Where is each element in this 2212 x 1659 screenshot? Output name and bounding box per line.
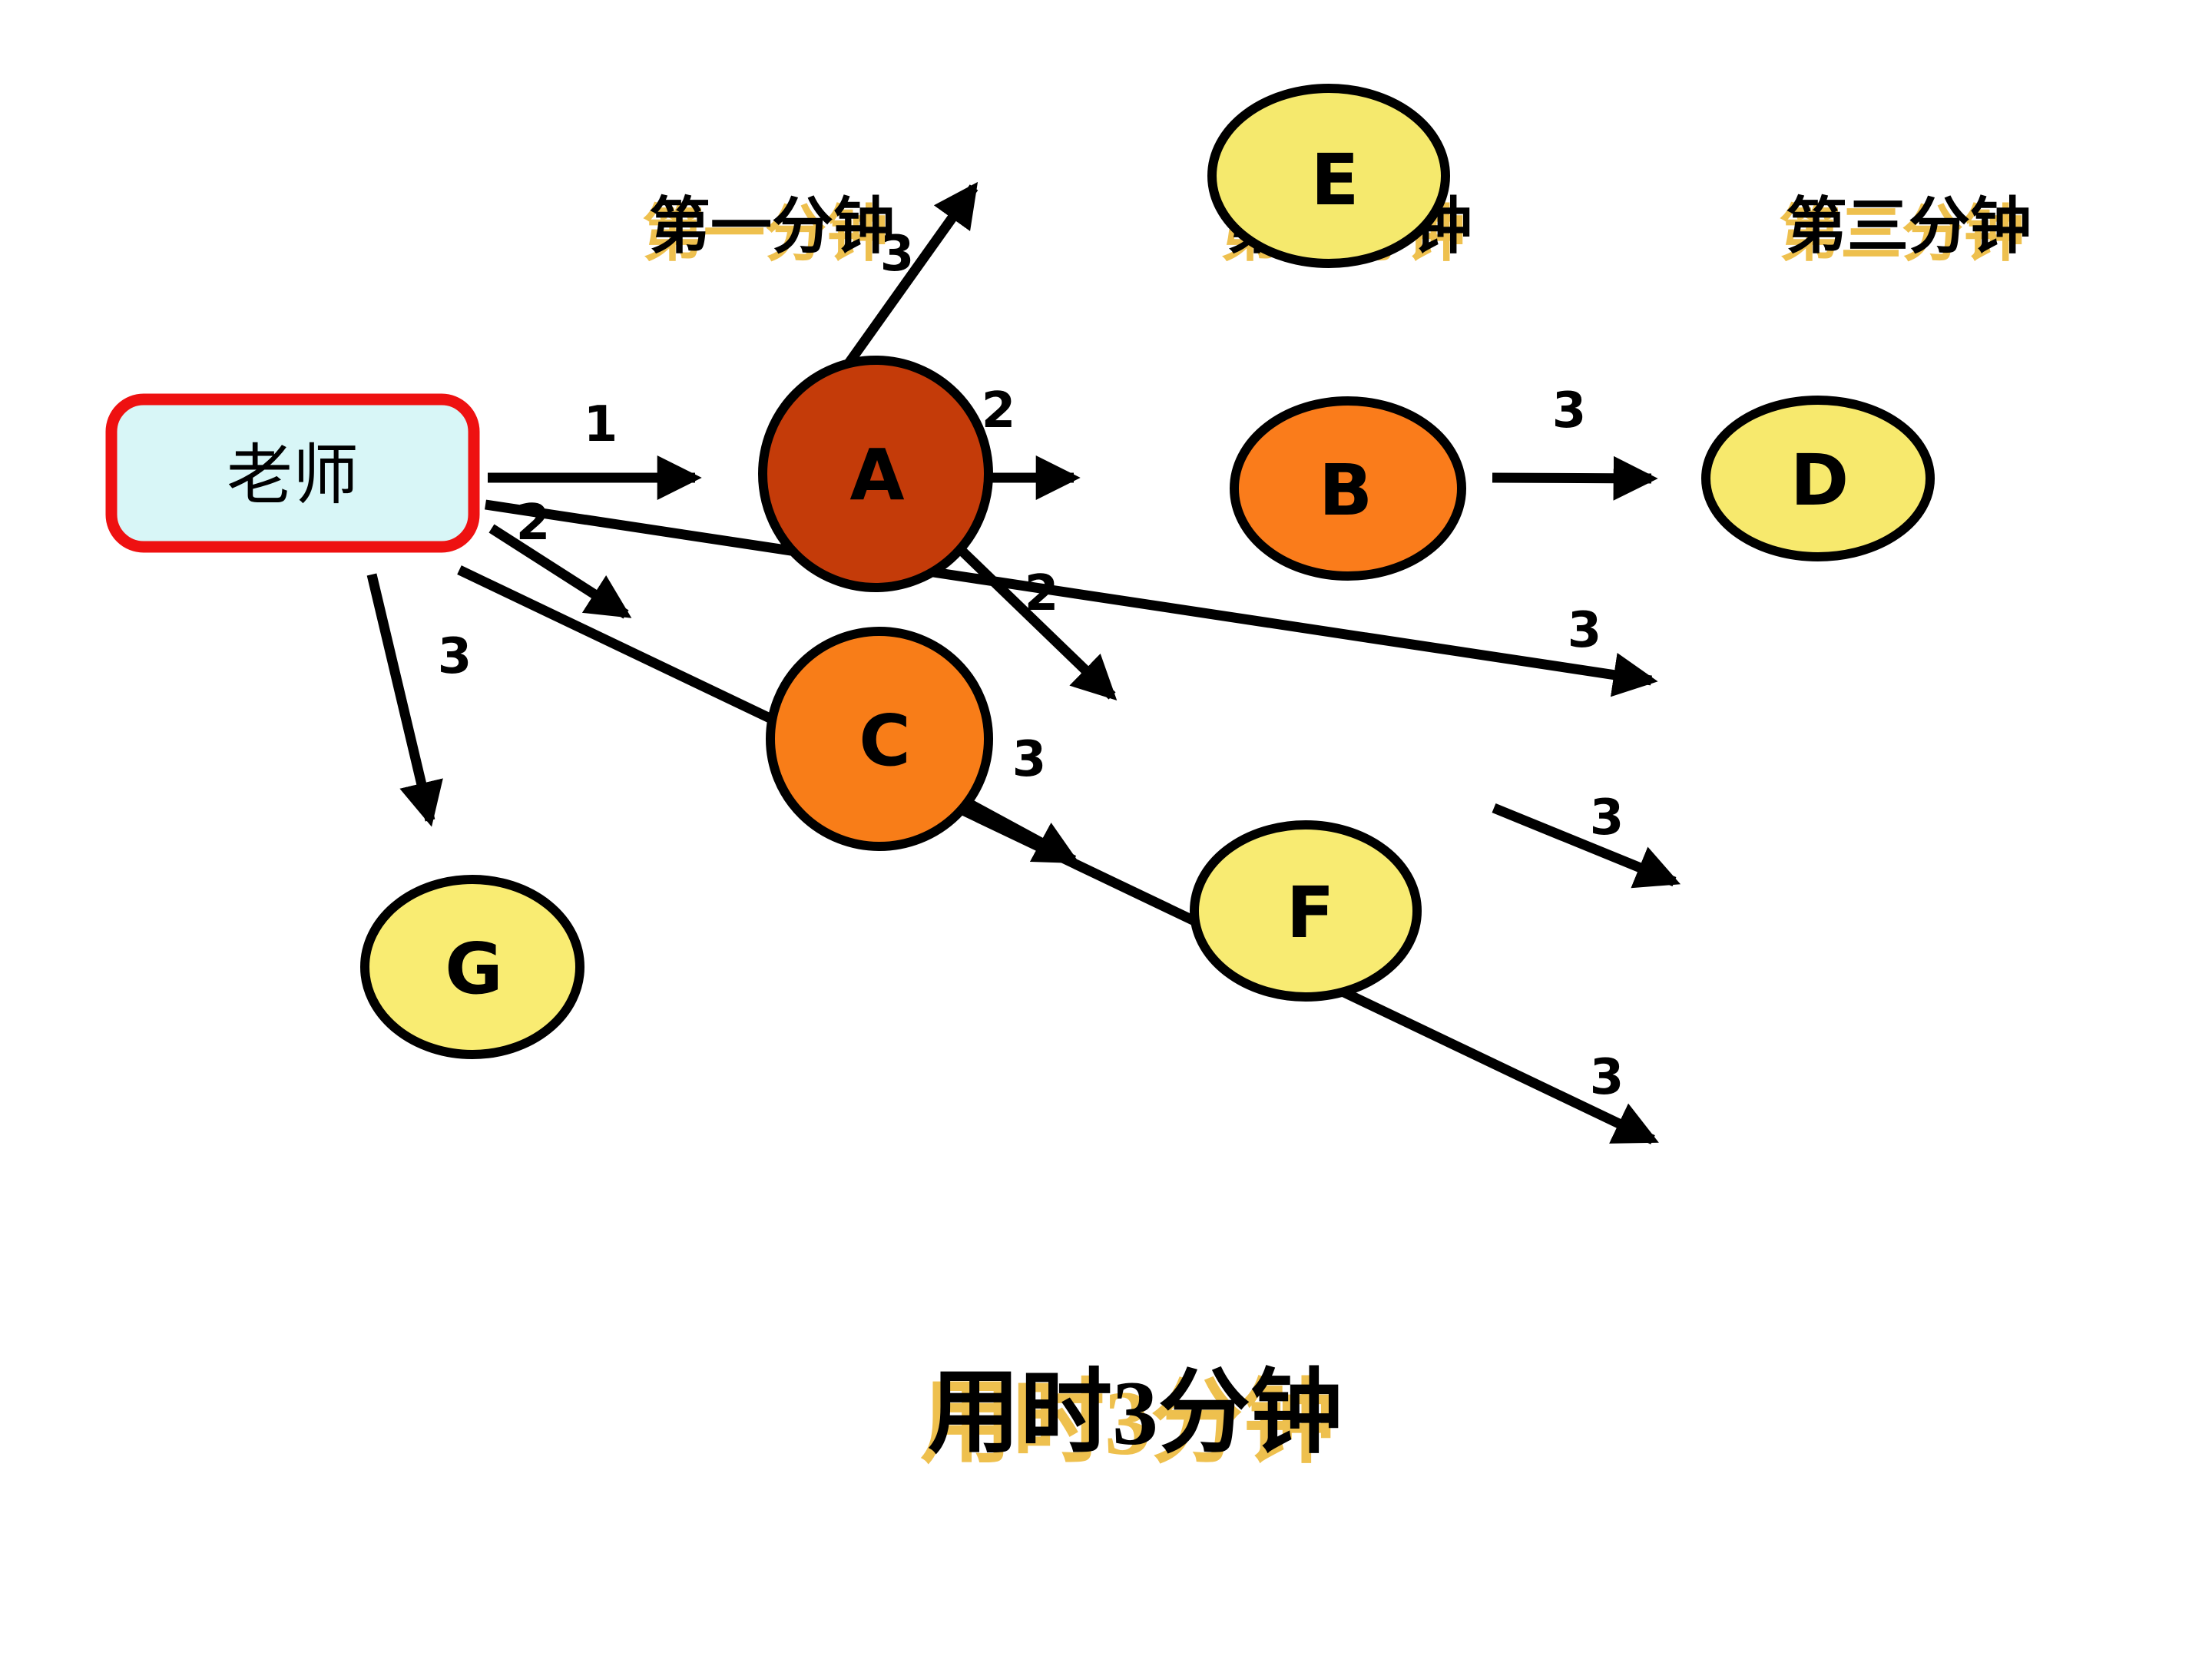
edge-A-continue-line — [954, 543, 1118, 701]
minute3-label: 第三分钟 — [1786, 194, 2032, 261]
teacher-box-rect — [105, 393, 480, 553]
edge-teacher-to-G-line — [366, 573, 443, 827]
page-title-shadow: 用时3分钟 — [920, 1372, 1335, 1474]
edge-teacher-to-C-line — [488, 524, 632, 619]
node-B-label: B — [1319, 449, 1373, 531]
node-F-shape — [1190, 820, 1422, 1002]
edge-teacher-to-A: 1 — [488, 396, 702, 500]
edge-A-continue: 2 — [954, 543, 1118, 701]
timeline-header-minute1: 第一分钟 第一分钟 — [642, 194, 895, 269]
edge-C-to-F-label: 3 — [1012, 731, 1047, 788]
node-G-shape — [360, 875, 584, 1059]
edge-F-continue: 3 — [1492, 790, 1681, 889]
node-E: E — [1207, 84, 1450, 268]
edge-B-to-D-label: 3 — [1552, 382, 1587, 439]
edge-teacher-continue-1-line — [485, 499, 1658, 697]
edge-teacher-continue-2: 3 — [457, 565, 1659, 1144]
edge-A-continue-label: 2 — [1025, 565, 1059, 622]
edge-A-to-E: 3 — [840, 181, 979, 372]
edge-teacher-to-A-label: 1 — [584, 396, 618, 453]
node-E-shape — [1207, 84, 1450, 268]
edge-F-continue-label: 3 — [1590, 790, 1624, 846]
edge-teacher-to-G-label: 3 — [438, 628, 472, 685]
node-C: C — [766, 627, 993, 851]
edge-F-continue-line — [1492, 803, 1681, 889]
teacher-box-label: 老师 — [227, 439, 359, 512]
edge-teacher-to-C: 2 — [488, 495, 632, 619]
edge-teacher-to-C-label: 2 — [516, 495, 551, 551]
node-B-shape — [1230, 396, 1466, 581]
page-title: 用时3分钟 用时3分钟 — [920, 1362, 1343, 1474]
edge-teacher-continue-1: 3 — [485, 499, 1658, 697]
edge-A-to-B-label: 2 — [982, 382, 1016, 439]
minute1-label: 第一分钟 — [649, 194, 895, 261]
node-F-label: F — [1286, 872, 1335, 954]
node-G-label: G — [445, 928, 503, 1010]
node-F: F — [1190, 820, 1422, 1002]
node-A: A — [758, 356, 993, 592]
node-B: B — [1230, 396, 1466, 581]
node-C-shape — [766, 627, 993, 851]
node-C-label: C — [859, 700, 911, 782]
teacher-box: 老师 — [105, 393, 480, 553]
node-D-shape — [1701, 396, 1935, 561]
timeline-header-minute3: 第三分钟 第三分钟 — [1779, 194, 2032, 269]
node-E-label: E — [1311, 139, 1359, 221]
edge-A-to-E-label: 3 — [880, 226, 915, 283]
edge-teacher-continue-1-label: 3 — [1568, 602, 1602, 659]
minute3-shadow: 第三分钟 — [1779, 201, 2025, 269]
edge-teacher-to-G: 3 — [366, 573, 472, 827]
node-D-label: D — [1790, 439, 1849, 522]
edge-B-to-D: 3 — [1492, 382, 1658, 501]
edge-A-to-E-line — [840, 181, 979, 372]
edge-teacher-continue-2-label: 3 — [1590, 1049, 1624, 1106]
node-G: G — [360, 875, 584, 1059]
node-A-label: A — [849, 434, 904, 516]
minute1-shadow: 第一分钟 — [642, 201, 888, 269]
node-A-shape — [758, 356, 993, 592]
node-D: D — [1701, 396, 1935, 561]
page-title-text: 用时3分钟 — [928, 1362, 1343, 1464]
edge-teacher-continue-2-line — [457, 565, 1659, 1144]
